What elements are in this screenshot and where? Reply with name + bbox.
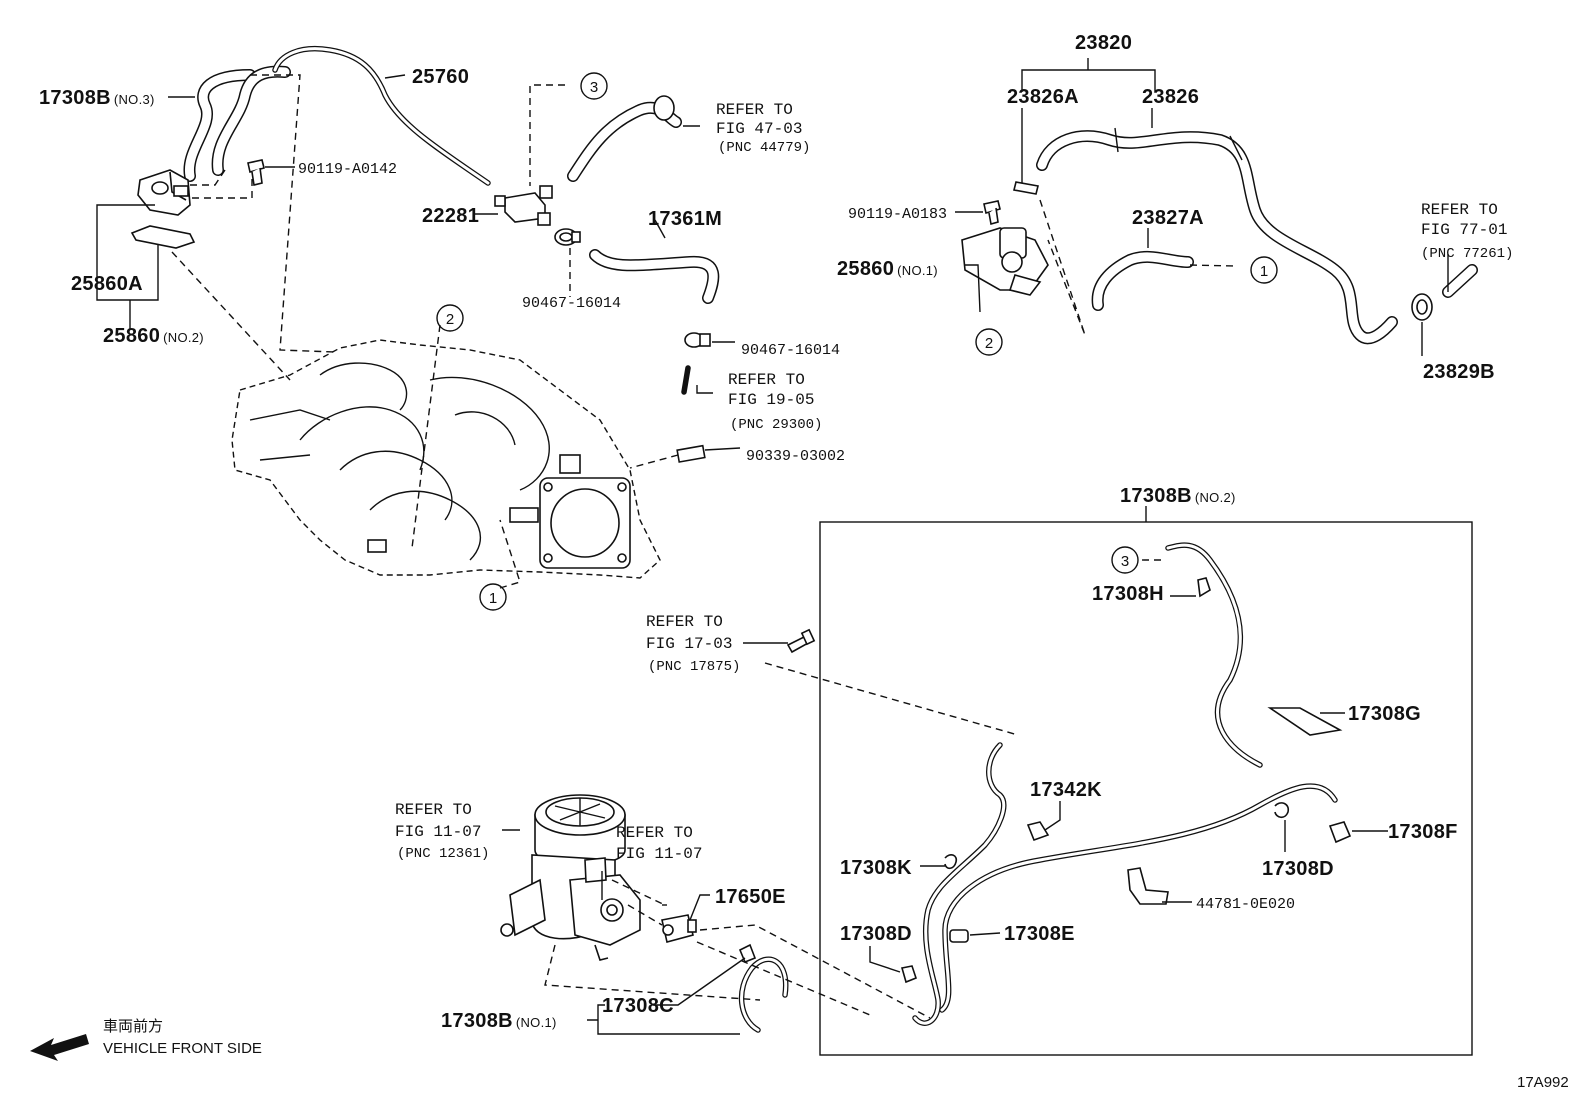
svg-text:1: 1 — [489, 590, 497, 607]
callout-2-manifold: 2 — [436, 304, 464, 332]
svg-text:(PNC 17875): (PNC 17875) — [648, 659, 740, 675]
svg-text:FIG 19-05: FIG 19-05 — [728, 391, 814, 409]
label-23820: 23820 — [1075, 32, 1132, 54]
ref-fig-19-05: REFER TO FIG 19-05 (PNC 29300) — [728, 371, 822, 433]
label-90467-16014-b: 90467-16014 — [741, 342, 840, 359]
intake-manifold — [231, 339, 661, 579]
valve-22281 — [494, 185, 553, 226]
label-17308C: 17308C — [602, 995, 674, 1017]
label-17308F: 17308F — [1388, 821, 1458, 843]
label-25860-no1: 25860(NO.1) — [837, 258, 938, 280]
callout-2-right: 2 — [975, 328, 1003, 356]
svg-text:FIG 47-03: FIG 47-03 — [716, 120, 802, 138]
hose-17361M — [589, 249, 720, 304]
label-17308G: 17308G — [1348, 703, 1421, 725]
callout-3-box: 3 — [1111, 546, 1139, 574]
label-25860A: 25860A — [71, 273, 143, 295]
svg-text:(PNC 12361): (PNC 12361) — [397, 846, 489, 862]
label-17308H: 17308H — [1092, 583, 1164, 605]
ref-fig-11-07-b: REFER TO FIG 11-07 — [616, 824, 702, 863]
label-44781-0E020: 44781-0E020 — [1196, 896, 1295, 913]
box-17308B-no2 — [819, 506, 1473, 1056]
ref-fig-77-01: REFER TO FIG 77-01 (PNC 77261) — [1421, 201, 1513, 262]
vsv-17650E — [661, 914, 697, 943]
label-17308E: 17308E — [1004, 923, 1075, 945]
label-90119-A0142: 90119-A0142 — [298, 161, 397, 178]
svg-text:3: 3 — [1121, 553, 1129, 570]
label-17308B-no3: 17308B(NO.3) — [39, 87, 155, 109]
clamp-90467-16014a — [554, 228, 581, 246]
svg-text:REFER TO: REFER TO — [646, 613, 723, 631]
hose-23827A — [1091, 250, 1194, 311]
hose-refer-47 — [567, 95, 682, 182]
pipe-refer-77 — [1442, 264, 1478, 298]
svg-text:REFER TO: REFER TO — [728, 371, 805, 389]
svg-text:REFER TO: REFER TO — [616, 824, 693, 842]
svg-text:(PNC 77261): (PNC 77261) — [1421, 246, 1513, 262]
front-arrow-icon — [30, 1034, 89, 1061]
svg-text:FIG 11-07: FIG 11-07 — [616, 845, 702, 863]
svg-text:2: 2 — [985, 335, 993, 352]
vsv-25860-no1 — [961, 227, 1049, 296]
svg-text:(PNC 44779): (PNC 44779) — [718, 140, 810, 156]
label-17650E: 17650E — [715, 886, 786, 908]
label-23829B: 23829B — [1423, 361, 1495, 383]
clamp-90467-16014b — [684, 332, 711, 348]
label-17308D-a: 17308D — [1262, 858, 1334, 880]
tube-25760 — [272, 46, 491, 186]
pump-assembly — [500, 794, 641, 961]
svg-text:1: 1 — [1260, 263, 1268, 280]
label-17308D-b: 17308D — [840, 923, 912, 945]
label-17308B-no1: 17308B(NO.1) — [441, 1010, 557, 1032]
label-23827A: 23827A — [1132, 207, 1204, 229]
plug-90339-03002 — [676, 444, 706, 463]
svg-text:(PNC 29300): (PNC 29300) — [730, 417, 822, 433]
label-90339-03002: 90339-03002 — [746, 448, 845, 465]
svg-text:FIG 77-01: FIG 77-01 — [1421, 221, 1507, 239]
svg-text:2: 2 — [446, 311, 454, 328]
svg-text:REFER TO: REFER TO — [1421, 201, 1498, 219]
label-17308K: 17308K — [840, 857, 912, 879]
label-90119-A0183: 90119-A0183 — [848, 206, 947, 223]
bolt-refer-17 — [786, 628, 816, 654]
hose-23826 — [1036, 127, 1398, 345]
ref-fig-17-03: REFER TO FIG 17-03 (PNC 17875) — [646, 613, 740, 675]
label-23826: 23826 — [1142, 86, 1199, 108]
svg-text:FIG 17-03: FIG 17-03 — [646, 635, 732, 653]
callout-1-right: 1 — [1250, 256, 1278, 284]
label-23826A: 23826A — [1007, 86, 1079, 108]
label-17342K: 17342K — [1030, 779, 1102, 801]
ref-fig-11-07-a: REFER TO FIG 11-07 (PNC 12361) — [395, 801, 489, 862]
clip-17308C — [738, 943, 757, 964]
vsv-25860-no2 — [137, 169, 191, 216]
label-22281: 22281 — [422, 205, 479, 227]
clamp-23829B — [1411, 293, 1433, 321]
svg-text:REFER TO: REFER TO — [395, 801, 472, 819]
callout-1-manifold: 1 — [479, 583, 507, 611]
bolt-90119-A0142 — [247, 159, 265, 186]
diagram-id: 17A992 — [1517, 1074, 1569, 1091]
hose-17308B-no3 — [183, 65, 291, 182]
svg-text:FIG 11-07: FIG 11-07 — [395, 823, 481, 841]
front-side-en: VEHICLE FRONT SIDE — [103, 1040, 262, 1057]
label-25760: 25760 — [412, 66, 469, 88]
callout-3-top: 3 — [580, 72, 608, 100]
svg-text:3: 3 — [590, 79, 598, 96]
bracket-25860A — [130, 225, 196, 249]
bolt-90119-A0183 — [983, 200, 1001, 226]
clamp-23826A — [1013, 181, 1039, 195]
svg-text:REFER TO: REFER TO — [716, 101, 793, 119]
tube-refer-19 — [681, 365, 691, 395]
label-25860-no2: 25860(NO.2) — [103, 325, 204, 347]
label-17361M: 17361M — [648, 208, 722, 230]
label-90467-16014-a: 90467-16014 — [522, 295, 621, 312]
hose-17308B-no1 — [738, 956, 789, 1033]
front-side-jp: 車両前方 — [103, 1018, 163, 1035]
label-17308B-no2: 17308B(NO.2) — [1120, 485, 1236, 507]
ref-fig-47-03: REFER TO FIG 47-03 (PNC 44779) — [716, 101, 810, 156]
